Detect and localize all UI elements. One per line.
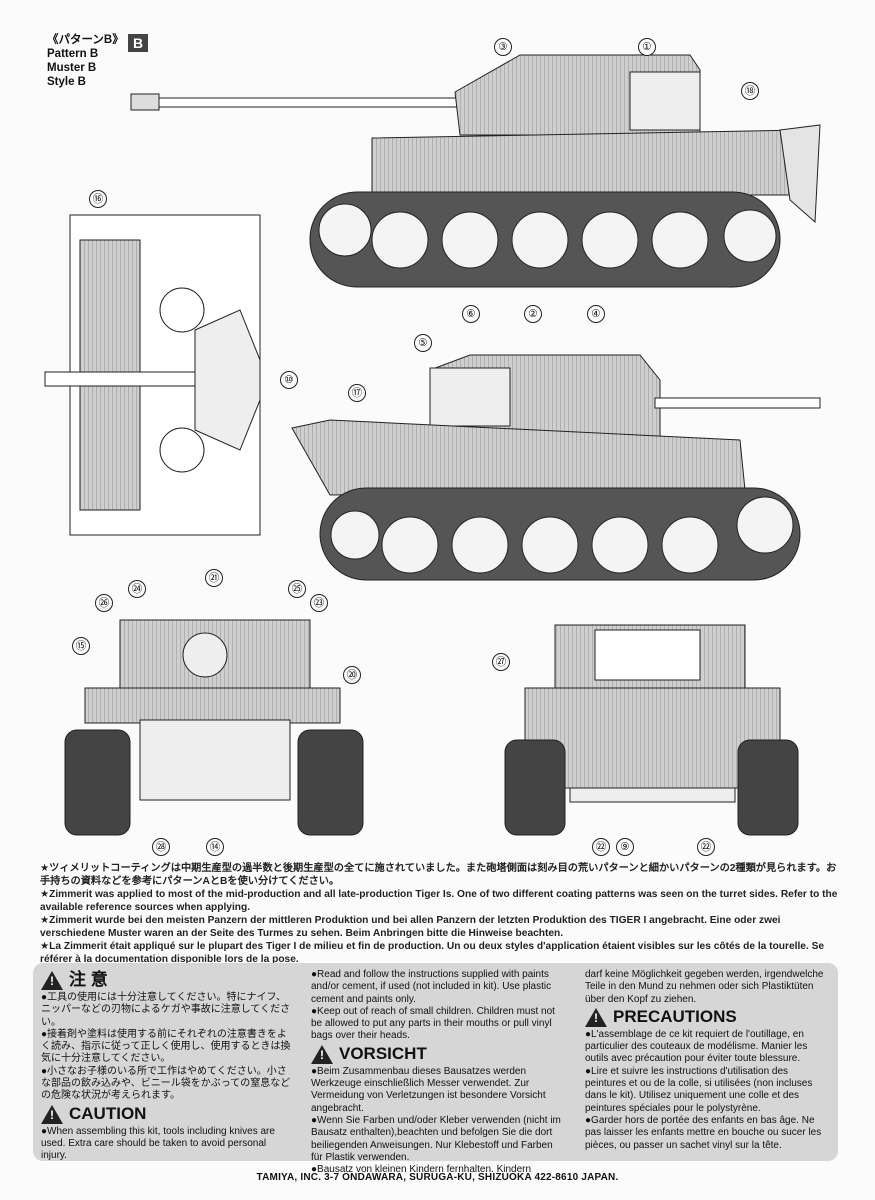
zimmerit-notes: ★ツィメリットコーティングは中期生産型の過半数と後期生産型の全てに施されていまし… bbox=[40, 862, 840, 966]
callout-17: ⑰ bbox=[348, 384, 366, 402]
pattern-badge: B bbox=[128, 34, 148, 52]
de-warning-2: ●Wenn Sie Farben und/oder Kleber verwend… bbox=[311, 1114, 561, 1163]
fr-warning-2: ●Lire et suivre les instructions d'utili… bbox=[585, 1065, 813, 1114]
pattern-title-en: Pattern B bbox=[47, 48, 99, 60]
caution-heading: ! CAUTION bbox=[41, 1104, 291, 1124]
rear-view bbox=[504, 624, 799, 836]
fr-warning-3: ●Garder hors de portée des enfants en ba… bbox=[585, 1114, 822, 1151]
de-warning-cont: darf keine Möglichkeit gegeben werden, i… bbox=[585, 969, 824, 1005]
callout-28: ㉘ bbox=[152, 838, 170, 856]
jp-warning-heading: ! 注 意 bbox=[41, 971, 291, 990]
jp-warning-title: 注 意 bbox=[69, 970, 108, 990]
note-de: ★Zimmerit wurde bei den meisten Panzern … bbox=[40, 915, 781, 939]
en-warning-1: ●Read and follow the instructions suppli… bbox=[311, 969, 552, 1005]
jp-warning-2: ●接着剤や塗料は使用する前にそれぞれの注意書きをよく読み、指示に従って正しく使用… bbox=[41, 1028, 291, 1065]
callout-3: ③ bbox=[494, 38, 512, 56]
note-fr: ★La Zimmerit était appliqué sur le plupa… bbox=[40, 941, 825, 965]
warning-col-1: ! 注 意 ●工具の使用には十分注意してください。特にナイフ、ニッパーなどの刃物… bbox=[41, 969, 291, 1163]
gun-barrel-top bbox=[44, 371, 216, 387]
note-en: ★Zimmerit was applied to most of the mid… bbox=[40, 889, 838, 913]
callout-24: ㉔ bbox=[128, 580, 146, 598]
callout-21: ㉑ bbox=[205, 569, 223, 587]
jp-warning-1: ●工具の使用には十分注意してください。特にナイフ、ニッパーなどの刃物によるケガや… bbox=[41, 992, 291, 1028]
hull-side-2 bbox=[291, 419, 746, 496]
tank-diagrams bbox=[44, 54, 821, 836]
callout-25: ㉕ bbox=[288, 580, 306, 598]
side-view-right bbox=[291, 354, 821, 581]
callout-16: ⑯ bbox=[89, 190, 107, 208]
callout-18: ⑱ bbox=[741, 82, 759, 100]
pattern-header: 《パターンB》 Pattern B Muster B Style B bbox=[47, 33, 124, 89]
vorsicht-title: VORSICHT bbox=[339, 1044, 427, 1064]
precautions-heading: ! PRECAUTIONS bbox=[585, 1007, 830, 1027]
warning-box: ! 注 意 ●工具の使用には十分注意してください。特にナイフ、ニッパーなどの刃物… bbox=[33, 963, 838, 1175]
callout-14: ⑭ bbox=[206, 838, 224, 856]
callout-6: ⑥ bbox=[462, 305, 480, 323]
callout-10: ⑩ bbox=[280, 371, 298, 389]
callout-1: ① bbox=[638, 38, 656, 56]
caution-text: ●When assembling this kit, tools includi… bbox=[41, 1125, 275, 1162]
front-view bbox=[64, 619, 364, 836]
callout-23: ㉓ bbox=[310, 594, 328, 612]
warning-triangle-icon: ! bbox=[41, 971, 63, 990]
note-jp: ★ツィメリットコーティングは中期生産型の過半数と後期生産型の全てに施されていまし… bbox=[40, 863, 837, 887]
callout-5: ⑤ bbox=[414, 334, 432, 352]
callout-2: ② bbox=[524, 305, 542, 323]
side-view-left bbox=[130, 54, 821, 288]
fr-warning-1: ●L'assemblage de ce kit requiert de l'ou… bbox=[585, 1028, 808, 1065]
caution-title: CAUTION bbox=[69, 1104, 147, 1124]
pattern-title-jp: 《パターンB》 bbox=[47, 34, 124, 46]
de-warning-1: ●Beim Zusammenbau dieses Bausatzes werde… bbox=[311, 1065, 546, 1114]
callout-9: ⑨ bbox=[616, 838, 634, 856]
vorsicht-heading: ! VORSICHT bbox=[311, 1044, 563, 1064]
callout-27: ㉗ bbox=[492, 653, 510, 671]
callout-22-left: ㉒ bbox=[592, 838, 610, 856]
warning-col-3: darf keine Möglichkeit gegeben werden, i… bbox=[585, 969, 830, 1152]
top-view bbox=[44, 214, 261, 536]
warning-triangle-icon: ! bbox=[41, 1104, 63, 1124]
warning-triangle-icon: ! bbox=[311, 1044, 333, 1064]
de-warning-3: ●Bausatz von kleinen Kindern fernhalten.… bbox=[311, 1164, 532, 1176]
warning-triangle-icon: ! bbox=[585, 1007, 607, 1027]
muzzle-brake bbox=[130, 93, 160, 111]
company-address: TAMIYA, INC. 3-7 ONDAWARA, SURUGA-KU, SH… bbox=[256, 1172, 619, 1183]
callout-4: ④ bbox=[587, 305, 605, 323]
pattern-title-de: Muster B bbox=[47, 62, 97, 74]
callout-15: ⑮ bbox=[72, 637, 90, 655]
hull-side-1 bbox=[371, 129, 816, 196]
en-warning-2: ●Keep out of reach of small children. Ch… bbox=[311, 1005, 555, 1042]
jp-warning-3: ●小さなお子様のいる所で工作はやめてください。小さな部品の飲み込みや、ビニール袋… bbox=[41, 1065, 291, 1102]
pattern-title-fr: Style B bbox=[47, 76, 86, 88]
callout-20: ⑳ bbox=[343, 666, 361, 684]
callout-26: ㉖ bbox=[95, 594, 113, 612]
warning-col-2: ●Read and follow the instructions suppli… bbox=[311, 969, 563, 1176]
precautions-title: PRECAUTIONS bbox=[613, 1007, 737, 1027]
callout-22-right: ㉒ bbox=[697, 838, 715, 856]
